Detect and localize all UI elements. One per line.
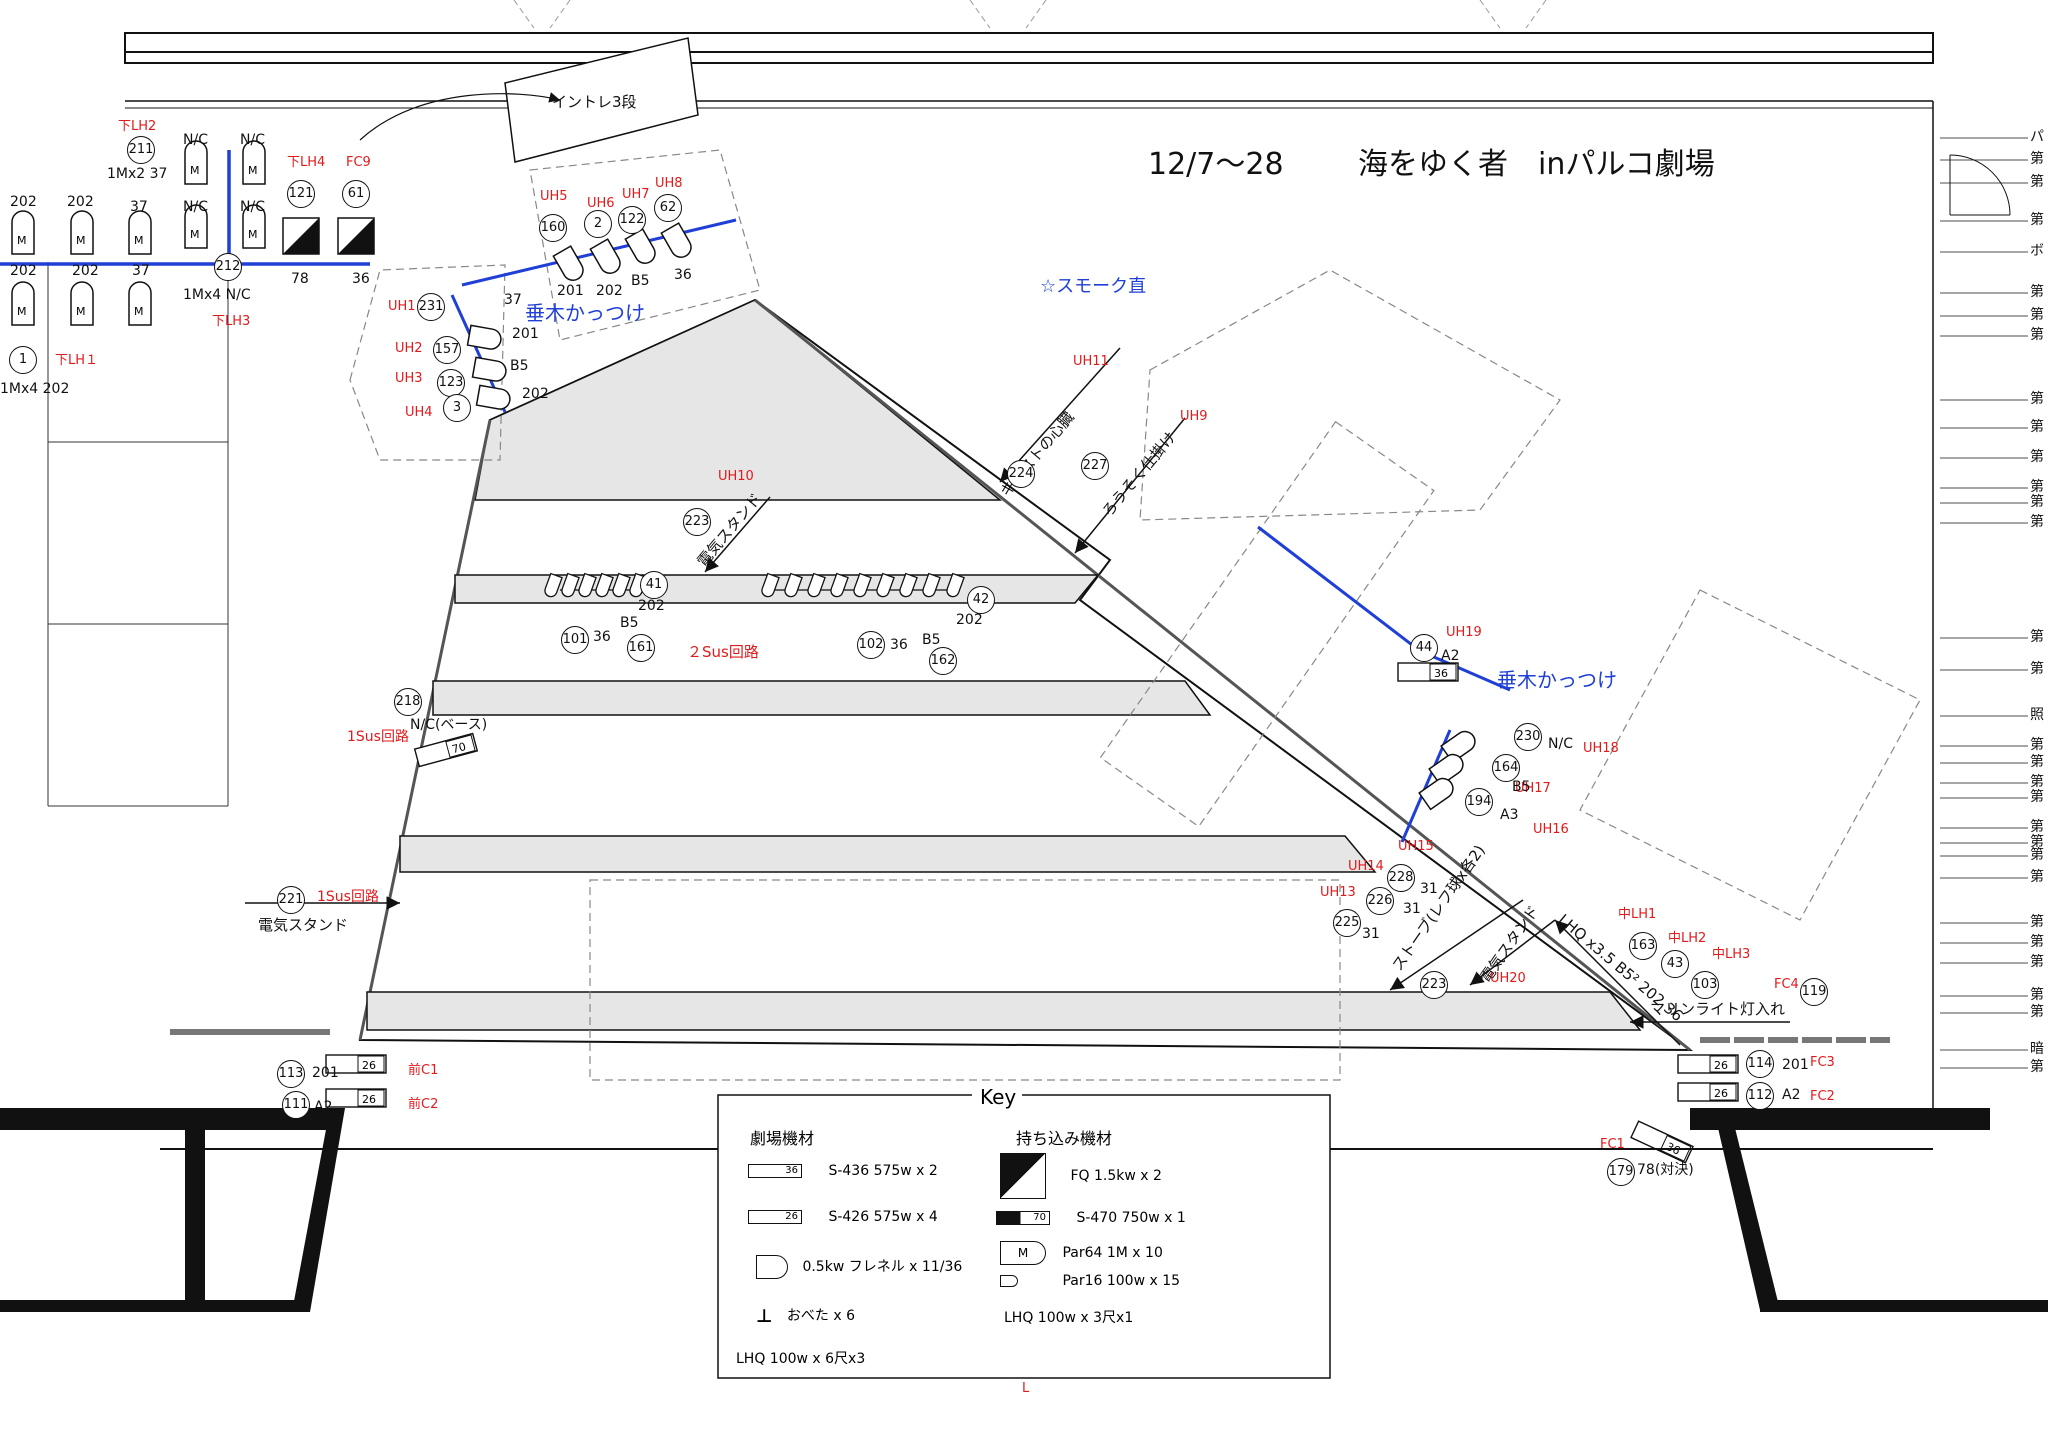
ellipsoidal-fixture: 26 <box>1677 1082 1739 1102</box>
key-bring-heading: 持ち込み機材 <box>1016 1129 1113 1148</box>
key-item-par16: Par16 100w x 15 <box>1000 1273 1180 1289</box>
s436-icon: 36 <box>748 1164 802 1178</box>
svg-text:M: M <box>17 234 27 247</box>
fresnel-fixture <box>466 324 502 350</box>
fq-flood-fixture <box>282 217 320 255</box>
truss-box: イントレ3段 <box>359 37 699 163</box>
s470-fixture: 70 <box>413 732 479 768</box>
ellipsoidal-fixture: 26 <box>1677 1054 1739 1074</box>
svg-text:M: M <box>134 305 144 318</box>
svg-text:M: M <box>190 164 200 177</box>
par16-fixture <box>784 572 803 598</box>
par16-fixture <box>761 572 780 598</box>
fresnel-icon <box>756 1255 788 1279</box>
par64-fixture: M <box>11 281 35 326</box>
par16-icon <box>1000 1275 1018 1287</box>
key-item-lhq3: LHQ 100w x 3尺x1 <box>1004 1310 1134 1326</box>
left-seating <box>47 262 229 807</box>
floor-base-icon: ⊥ <box>756 1305 773 1327</box>
fresnel-fixture <box>552 245 584 281</box>
key-legend: Key 劇場機材 持ち込み機材 36 S-436 575w x 2 26 S-4… <box>718 1085 1330 1378</box>
construction-lines <box>513 0 1547 29</box>
floor <box>0 1108 2048 1312</box>
par64-fixture: M <box>11 210 35 255</box>
par16-fixture <box>578 572 597 598</box>
fresnel-fixture <box>589 238 621 274</box>
side-legend <box>1949 154 2011 216</box>
svg-text:M: M <box>248 164 258 177</box>
svg-text:M: M <box>134 234 144 247</box>
key-title: Key <box>980 1085 1017 1109</box>
par64-fixture: M <box>128 210 152 255</box>
par16-fixture <box>807 572 826 598</box>
par64-fixture: M <box>128 281 152 326</box>
par16-fixture <box>561 572 580 598</box>
key-item-par64: M Par64 1M x 10 <box>1000 1241 1163 1265</box>
svg-text:26: 26 <box>362 1093 376 1106</box>
fresnel-fixture <box>1418 777 1454 811</box>
fq-flood-fixture <box>337 217 375 255</box>
set-outline <box>349 149 1921 1081</box>
s426-icon: 26 <box>748 1210 802 1224</box>
truss-label: イントレ3段 <box>552 93 637 111</box>
key-item-fq: FQ 1.5kw x 2 <box>1000 1153 1162 1199</box>
key-item-lhq6: LHQ 100w x 6尺x3 <box>736 1351 866 1367</box>
fresnel-fixture <box>624 228 656 264</box>
ellipsoidal-fixture: 36 <box>1397 662 1459 682</box>
par64-fixture: M <box>70 210 94 255</box>
fresnel-fixture <box>471 356 507 382</box>
svg-text:M: M <box>17 305 27 318</box>
ellipsoidal-fixture: 26 <box>325 1088 387 1108</box>
svg-text:26: 26 <box>1714 1059 1728 1072</box>
svg-text:M: M <box>76 234 86 247</box>
par16-fixture <box>876 572 895 598</box>
svg-text:M: M <box>248 228 258 241</box>
svg-text:26: 26 <box>1714 1087 1728 1100</box>
key-item-obeta: ⊥ おべた x 6 <box>756 1305 855 1327</box>
svg-text:M: M <box>190 228 200 241</box>
arrows <box>245 347 1790 1046</box>
key-item-s436: 36 S-436 575w x 2 <box>748 1163 938 1179</box>
stage-rake <box>358 298 1694 1052</box>
par16-fixture <box>830 572 849 598</box>
par16-fixture <box>853 572 872 598</box>
fresnel-fixture <box>660 222 692 258</box>
apron-edges <box>170 1029 1890 1043</box>
par64-fixture: M <box>242 140 266 185</box>
key-house-heading: 劇場機材 <box>750 1129 815 1148</box>
fq-icon <box>1000 1153 1046 1199</box>
par64-fixture: M <box>242 204 266 249</box>
fresnel-fixture <box>1428 753 1464 787</box>
s470-icon: 70 <box>996 1211 1050 1225</box>
par64-fixture: M <box>184 204 208 249</box>
svg-text:36: 36 <box>1434 667 1448 680</box>
par16-fixture <box>946 572 965 598</box>
par16-fixture <box>595 572 614 598</box>
svg-text:M: M <box>76 305 86 318</box>
par64-fixture: M <box>184 140 208 185</box>
par16-fixture <box>922 572 941 598</box>
ellipsoidal-fixture: 26 <box>325 1054 387 1074</box>
fresnel-fixture <box>475 384 511 410</box>
key-item-fresnel: 0.5kw フレネル x 11/36 <box>756 1255 962 1279</box>
key-item-s426: 26 S-426 575w x 4 <box>748 1209 938 1225</box>
par64-icon: M <box>1000 1241 1046 1265</box>
key-item-s470: 70 S-470 750w x 1 <box>996 1210 1186 1226</box>
par16-fixture <box>899 572 918 598</box>
key-box <box>717 1085 1331 1379</box>
svg-text:70: 70 <box>451 740 468 756</box>
ellipsoidal-fixture: 36 <box>1630 1120 1694 1164</box>
par16-fixture <box>544 572 563 598</box>
svg-text:26: 26 <box>362 1059 376 1072</box>
par64-fixture: M <box>70 281 94 326</box>
par16-fixture <box>612 572 631 598</box>
building-outline <box>124 32 1934 1110</box>
